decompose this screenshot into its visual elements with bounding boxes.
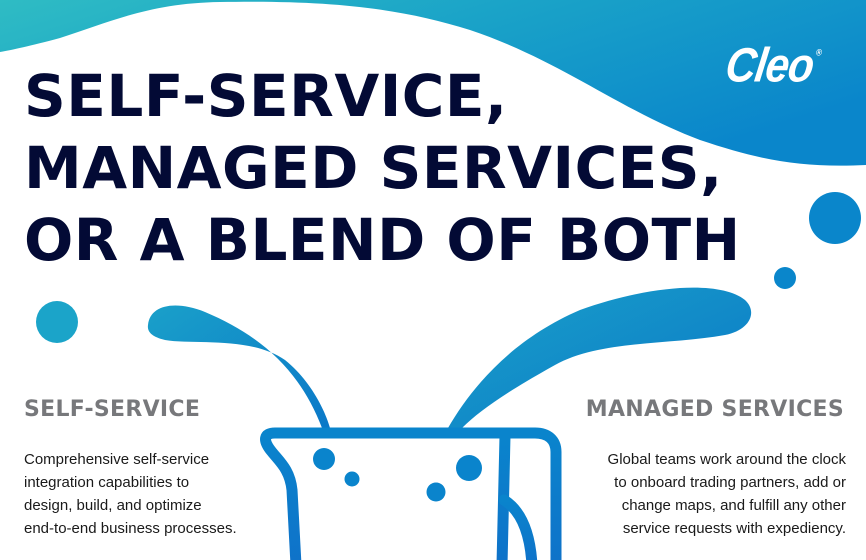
pitcher-bubble-1 — [313, 448, 335, 470]
self-service-title: SELF-SERVICE — [24, 397, 201, 422]
page-title: SELF-SERVICE, MANAGED SERVICES, OR A BLE… — [24, 60, 741, 276]
pitcher-bubble-4 — [426, 482, 446, 502]
splash-left — [147, 305, 330, 428]
desc-line: Comprehensive self-service — [24, 451, 210, 468]
pitcher-icon — [260, 427, 562, 560]
top-wave-shape — [0, 0, 866, 166]
bubble-right-small — [774, 267, 796, 289]
desc-line: service requests with expediency. — [622, 520, 846, 537]
headline-line-3: OR A BLEND OF BOTH — [24, 206, 741, 274]
desc-line: to onboard trading partners, add or — [614, 474, 846, 491]
desc-line: design, build, and optimize — [24, 497, 202, 514]
headline-line-1: SELF-SERVICE, — [24, 62, 508, 130]
bubble-right-large — [809, 192, 861, 244]
desc-line: end-to-end business processes. — [24, 520, 237, 537]
managed-services-description: Global teams work around the clock to on… — [608, 448, 846, 540]
self-service-description: Comprehensive self-service integration c… — [24, 448, 237, 540]
pitcher-bubble-2 — [344, 471, 360, 487]
pitcher-bubble-3 — [456, 455, 482, 481]
desc-line: Global teams work around the clock — [607, 451, 846, 468]
bubble-left — [36, 301, 78, 343]
headline-line-2: MANAGED SERVICES, — [24, 134, 723, 202]
desc-line: integration capabilities to — [24, 474, 190, 491]
splash-right — [448, 287, 752, 428]
managed-services-title: MANAGED SERVICES — [585, 397, 844, 422]
desc-line: change maps, and fulfill any other — [621, 497, 846, 514]
